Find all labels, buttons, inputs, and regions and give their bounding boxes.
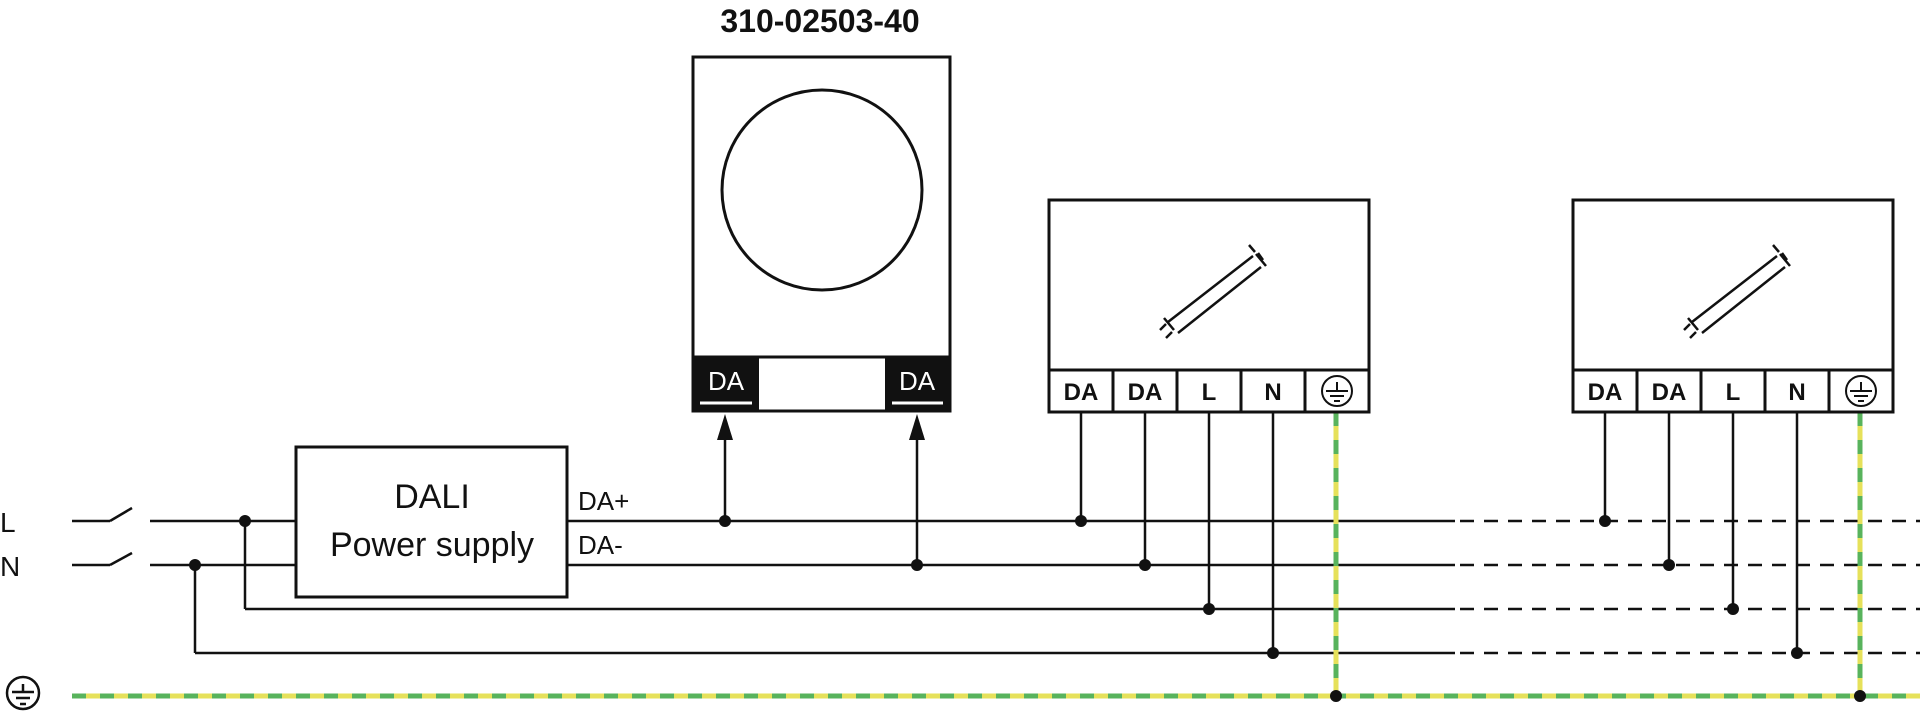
sensor-terminal-da-left: DA xyxy=(708,366,745,396)
dali-power-supply: DALI Power supply xyxy=(294,445,569,599)
sensor-terminal-da-right: DA xyxy=(899,366,936,396)
tube-lamp-icon xyxy=(1683,244,1791,339)
psu-label-line1: DALI xyxy=(394,478,470,516)
ballast-2-terminal-da-1: DA xyxy=(1588,379,1623,406)
ballast-1-terminal-da-1: DA xyxy=(1064,379,1099,406)
earth-ground-icon xyxy=(1845,375,1877,407)
switch-l xyxy=(72,506,133,523)
tube-lamp-icon xyxy=(1159,244,1267,339)
diagram-title: 310-02503-40 xyxy=(720,3,919,39)
ballast-1-terminal-da-2: DA xyxy=(1128,379,1163,406)
switch-n xyxy=(72,551,133,567)
input-n-label: N xyxy=(0,551,20,582)
main-conductors xyxy=(150,519,1455,655)
ballast-1-terminal-l: L xyxy=(1202,379,1217,406)
earth-conductor xyxy=(72,412,1920,699)
circle-sensor-icon xyxy=(720,88,924,292)
input-l-label: L xyxy=(0,507,16,538)
sensor-connection-arrows xyxy=(717,414,925,565)
psu-label-line2: Power supply xyxy=(330,526,534,564)
ballast-2-terminal-da-2: DA xyxy=(1652,379,1687,406)
earth-ground-icon xyxy=(5,675,41,711)
psu-output-da-minus: DA- xyxy=(578,530,623,560)
ballast-2-terminal-n: N xyxy=(1788,379,1805,406)
junction-dots xyxy=(189,515,1866,702)
ballast-1: DA DA L N xyxy=(1047,198,1371,414)
ballast-drop-wires xyxy=(1079,412,1799,653)
psu-output-da-plus: DA+ xyxy=(578,486,629,516)
earth-ground-icon xyxy=(1321,375,1353,407)
ballast-2-terminal-l: L xyxy=(1726,379,1741,406)
ballast-1-terminal-n: N xyxy=(1264,379,1281,406)
sensor-device: DA DA xyxy=(691,55,952,413)
dashed-continuation xyxy=(1460,519,1920,655)
ballast-2: DA DA L N xyxy=(1571,198,1895,414)
